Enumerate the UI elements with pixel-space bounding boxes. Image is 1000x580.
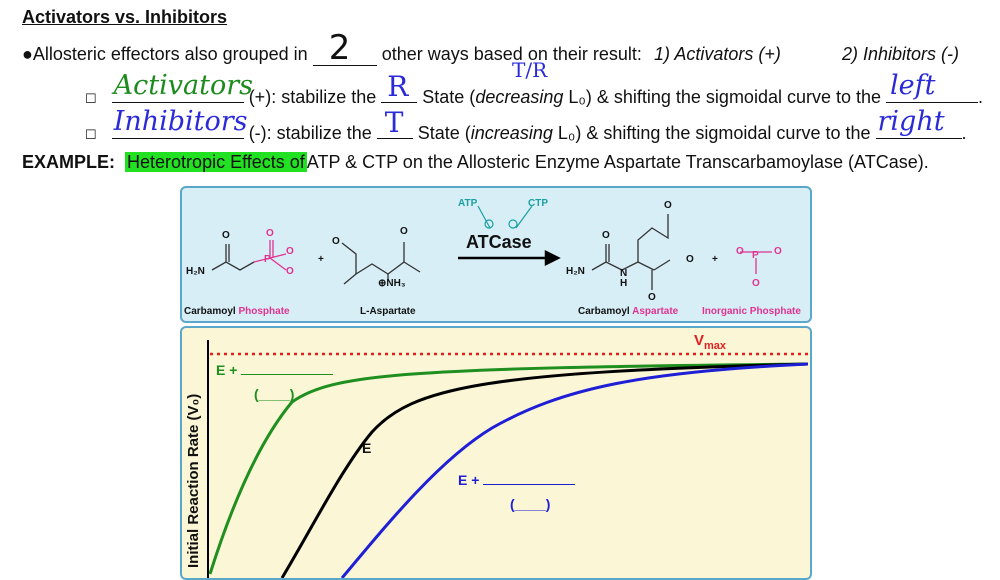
example-highlight: Heterotropic Effects of (125, 152, 307, 172)
answer-r-state: R (387, 70, 409, 103)
label-h2n: H₂N (186, 266, 205, 277)
atom-o: O (602, 230, 610, 241)
label-inorganic-phosphate: Inorganic Phosphate (702, 306, 801, 317)
intro-line: ●Allosteric effectors also grouped in 2 … (22, 28, 642, 68)
paren-inhibitor: (____) (510, 496, 551, 512)
atom-p: P (752, 250, 759, 261)
atom-o: O (332, 236, 340, 247)
label-aspartate: L-Aspartate (360, 306, 416, 317)
atom-o: O (648, 292, 656, 303)
y-axis-label: Initial Reaction Rate (V₀) (185, 393, 202, 568)
enzyme-label: ATCase (466, 232, 532, 252)
activators-text-b: State ( (422, 87, 476, 107)
answer-blank-dir: right (875, 106, 962, 139)
answer-activators: Activators (113, 70, 253, 101)
activators-italic: decreasing (475, 87, 564, 107)
label-atp: ATP (458, 198, 478, 209)
answer-blank-term: Inhibitors (111, 106, 248, 139)
example-label: EXAMPLE: (22, 152, 116, 172)
reaction-structures (211, 205, 772, 290)
label-carbamoyl-aspartate: Carbamoyl Aspartate (578, 306, 679, 317)
annotation-tr: T/R (512, 58, 548, 82)
intro-text-b: other ways based on their result: (381, 44, 642, 64)
label-enzyme: E (362, 440, 372, 456)
label-inhibitor: E + (458, 472, 576, 488)
plus-sign: + (712, 254, 718, 265)
inhibitors-text-a: (-): stabilize the (248, 123, 372, 143)
option-inhibitors: 2) Inhibitors (-) (842, 44, 960, 64)
answer-blank-term: Activators (111, 70, 253, 103)
curve-inhibitor (340, 362, 809, 578)
atom-o-neg: O (286, 266, 294, 277)
label-ctp: CTP (528, 198, 548, 209)
inhibitors-line: ☐ Inhibitors (-): stabilize the T State … (85, 106, 967, 144)
inhibitors-text-b: State ( (417, 123, 471, 143)
answer-t-state: T (384, 106, 404, 139)
example-rest: ATP & CTP on the Allosteric Enzyme Aspar… (306, 152, 929, 172)
atom-o-neg: O (736, 246, 744, 257)
period: . (961, 123, 967, 143)
activators-text-a: (+): stabilize the (248, 87, 377, 107)
answer-blank-count: 2 (312, 28, 377, 68)
inhibitors-text-c: L₀) & shifting the sigmoidal curve to th… (557, 123, 871, 143)
atom-n: N (620, 268, 628, 279)
answer-blank-state: R (381, 70, 418, 103)
curve-normal (280, 362, 809, 578)
rate-graph: Initial Reaction Rate (V₀) Vmax E + (___… (180, 326, 812, 580)
atom-o: O (752, 278, 760, 289)
answer-left: left (890, 70, 936, 101)
period: . (978, 87, 984, 107)
label-activator: E + (216, 362, 334, 378)
intro-text-a: ●Allosteric effectors also grouped in (22, 44, 308, 64)
answer-blank-dir: left (886, 70, 979, 103)
atom-o: O (222, 230, 230, 241)
option-activators: 1) Activators (+) (654, 44, 781, 64)
atom-o-neg: O (664, 200, 672, 211)
checkbox-icon[interactable]: ☐ (85, 91, 97, 106)
rate-curves (207, 340, 809, 578)
atom-o: O (400, 226, 408, 237)
vmax-label: Vmax (694, 332, 727, 352)
label-carbamoyl: Carbamoyl Phosphate (184, 306, 290, 317)
atom-o-neg: O (774, 246, 782, 257)
paren-activator: (____) (254, 386, 295, 402)
atom-o-neg: O (686, 254, 694, 265)
reaction-diagram: H₂N O O P O O + O ⊕NH₃ O ATP CTP ATCase … (180, 186, 812, 323)
atom-h: H (620, 278, 628, 289)
plus-sign: + (318, 254, 324, 265)
activators-line: ☐ Activators (+): stabilize the R State … (85, 70, 984, 108)
answer-count: 2 (328, 28, 351, 68)
activators-text-c: L₀) & shifting the sigmoidal curve to th… (568, 87, 882, 107)
atom-p: P (264, 254, 271, 265)
curve-activator (208, 362, 809, 575)
page-title: Activators vs. Inhibitors (22, 7, 228, 27)
answer-blank-state: T (376, 106, 413, 139)
atom-o-neg: O (286, 246, 294, 257)
answer-inhibitors: Inhibitors (113, 106, 248, 137)
inhibitors-italic: increasing (470, 123, 553, 143)
label-nh3: ⊕NH₃ (378, 278, 406, 289)
atom-o: O (266, 228, 274, 239)
answer-right: right (877, 106, 945, 137)
label-h2n: H₂N (566, 266, 585, 277)
checkbox-icon[interactable]: ☐ (85, 127, 97, 142)
